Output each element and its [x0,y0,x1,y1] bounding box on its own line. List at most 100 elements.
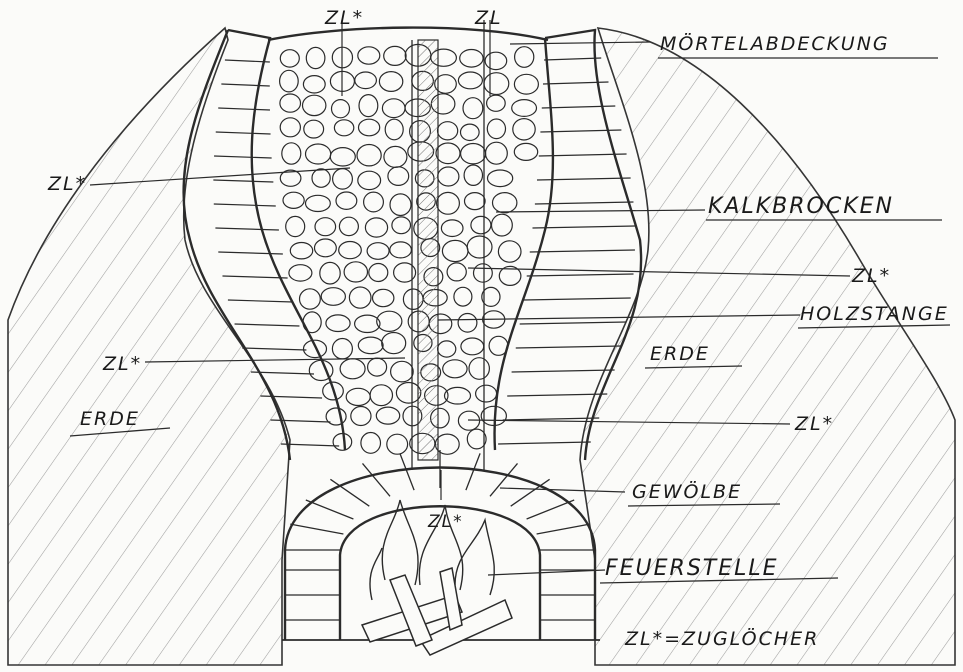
vault-brick-joint [290,524,343,534]
lime-lump [460,50,483,68]
lime-lump [442,240,468,261]
brick-course-right [530,250,635,252]
vault-brick-joint [306,500,354,519]
lime-lump [467,236,492,258]
brick-course-left [218,252,283,254]
lime-lump [320,262,340,284]
lime-lump [315,218,336,236]
brick-course-right [503,418,600,420]
lime-lump [437,192,460,214]
brick-course-left [221,84,269,86]
lime-lump [282,143,301,164]
wooden-pole [418,40,438,460]
lime-lump [315,239,337,257]
lime-lump [369,264,388,282]
lime-lump [515,47,534,68]
lime-lump [303,76,325,93]
lime-lump [464,165,482,185]
brick-course-left [215,228,279,230]
lime-lump [392,217,411,234]
brick-course-right [542,106,616,108]
lime-lump [361,433,381,454]
legend-zugloecher: ZL*=ZUGLÖCHER [624,627,819,650]
lime-lump [461,124,480,140]
label-zl-left-upper: ZL* [47,173,87,195]
brick-course-right [544,58,601,60]
lime-lump [332,339,352,359]
lime-lump [303,312,321,333]
vault-bricks [285,450,595,620]
lime-lump [447,263,466,281]
label-zl-right-lower: ZL* [794,413,834,435]
lime-lump [463,98,483,119]
label-zl-top-right: ZL [474,7,503,29]
lime-lump [461,338,484,355]
lime-lump [485,52,507,69]
lime-lump [312,169,330,187]
lime-lump [304,340,327,357]
lime-lump [359,119,380,136]
label-zl-right-upper: ZL* [851,265,891,287]
label-feuerstelle: FEUERSTELLE [605,556,779,581]
lime-lump [391,361,414,382]
lime-lump [306,144,331,164]
lime-lump [355,315,380,332]
lime-lump [351,407,371,426]
lime-lump [438,341,456,357]
lime-lump [476,385,497,402]
label-holzstange: HOLZSTANGE [800,303,949,325]
brick-course-left [218,108,270,110]
lime-lump [349,287,371,308]
lime-lump [306,195,331,211]
lime-lump [370,385,392,406]
lime-lump [355,72,377,89]
lime-lump [364,192,384,212]
lime-lump [467,429,486,449]
lime-lump [487,95,506,111]
lime-lump [486,142,508,164]
brick-course-right [498,442,591,444]
lime-lump [435,434,459,454]
lime-lump [289,265,312,281]
lime-lump [454,287,472,306]
lime-lump [382,99,405,118]
label-zl-fire: ZL* [427,512,464,532]
lime-lump [344,262,367,282]
lime-lump [358,171,381,189]
vault-brick-joint [511,479,550,506]
brick-course-left [216,132,271,134]
brick-course-right [527,274,634,276]
lime-lump [474,264,493,282]
lime-lump [333,169,353,189]
brick-course-left [214,156,272,158]
lime-lumps [280,44,539,454]
lime-lump [303,95,326,115]
brick-course-right [512,370,615,372]
lime-lump [304,120,324,138]
lime-lump [438,122,458,140]
lime-lump [387,434,408,454]
lime-lump [332,100,350,118]
brick-course-right [537,178,631,180]
brick-course-right [532,226,634,228]
lime-lump [339,242,362,259]
lime-lump [280,118,300,137]
lime-lump [488,170,513,187]
brick-course-right [507,394,607,396]
lime-lump [330,148,355,166]
brick-course-left [214,204,276,206]
brick-course-left [222,276,287,278]
lime-lump [357,145,381,166]
lime-lump [334,120,353,136]
lime-lump [493,193,517,213]
brick-course-left [228,300,293,302]
brick-course-right [523,298,630,300]
lime-lump [514,74,538,94]
vault-brick-joint [330,479,369,506]
lime-lump [388,167,409,186]
lime-lump [373,289,394,306]
lime-lump [469,358,489,380]
lime-lump [384,46,406,65]
lime-lump [336,192,357,209]
lime-lump [396,383,420,404]
